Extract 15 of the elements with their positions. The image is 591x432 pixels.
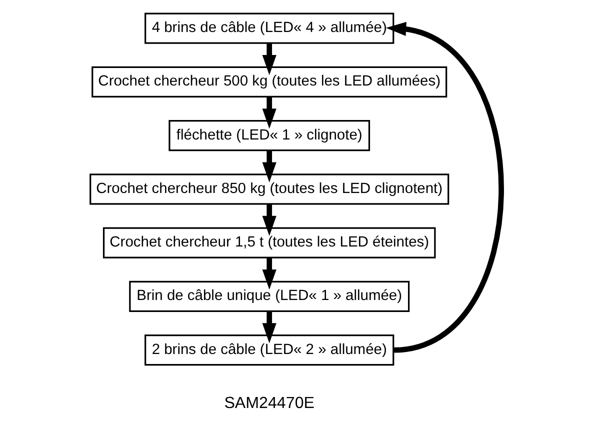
node-box: Crochet chercheur 1,5 t (toutes les LED éteintes) [102,227,436,258]
arrow [262,150,276,182]
node-box: Brin de câble unique (LED« 1 » allumée) [128,280,410,312]
arrow [262,258,276,290]
label: SAM24470E [224,394,314,412]
node-box: fléchette (LED« 1 » clignote) [168,120,370,152]
arrow [262,44,276,76]
arrow [262,97,276,129]
arrow [262,312,276,344]
arrow [262,204,276,236]
node-box: 4 brins de câble (LED« 4 » allumée) [144,12,394,44]
node-box: Crochet chercheur 850 kg (toutes les LED clignotent) [89,174,449,205]
arrow [385,22,504,353]
node-box: Crochet chercheur 500 kg (toutes les LED allumées) [91,66,447,98]
node-box: 2 brins de câble (LED« 2 » allumée) [144,334,394,366]
